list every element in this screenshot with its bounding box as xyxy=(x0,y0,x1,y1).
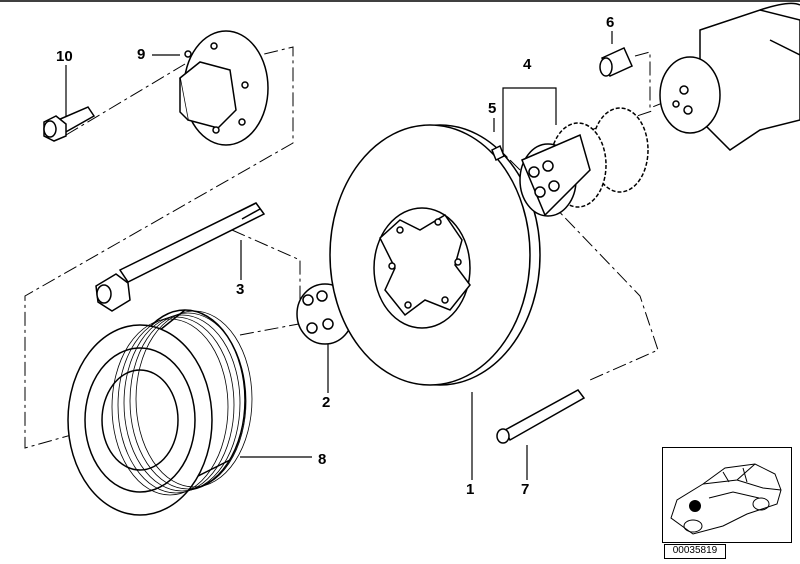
callout-3: 3 xyxy=(236,281,245,298)
leader-lines xyxy=(65,31,613,480)
guide-gear-to-bolt xyxy=(547,199,659,381)
vehicle-location-inset xyxy=(662,447,792,543)
callout-2: 2 xyxy=(322,394,331,411)
bolt-3-drawing xyxy=(95,202,266,312)
callout-7: 7 xyxy=(521,481,530,498)
guide-bolt-to-washer xyxy=(231,229,301,315)
bolt-7-drawing xyxy=(496,389,586,444)
callout-6: 6 xyxy=(606,14,615,31)
callout-8: 8 xyxy=(318,451,327,468)
damper-1-drawing xyxy=(329,124,541,386)
hub-flange-9-drawing xyxy=(179,30,269,146)
callout-1: 1 xyxy=(466,481,475,498)
car-outline-icon xyxy=(670,463,782,535)
callout-9: 9 xyxy=(137,46,146,63)
crankshaft-drawing xyxy=(659,2,800,151)
bolt-10-drawing xyxy=(43,106,96,142)
guide-bolt-to-hub xyxy=(65,63,186,136)
guide-bushing xyxy=(634,51,666,109)
leader-4 xyxy=(502,87,557,160)
diagram-id-label: 00035819 xyxy=(664,544,726,559)
guide-frame-left xyxy=(24,46,294,449)
bushing-6-drawing xyxy=(599,47,633,77)
pin-5-drawing xyxy=(491,144,505,162)
callout-4: 4 xyxy=(523,56,532,73)
pulley-8-drawing xyxy=(67,309,253,516)
callout-5: 5 xyxy=(488,100,497,117)
callout-10: 10 xyxy=(56,48,73,65)
sprocket-4-drawing xyxy=(519,107,649,217)
